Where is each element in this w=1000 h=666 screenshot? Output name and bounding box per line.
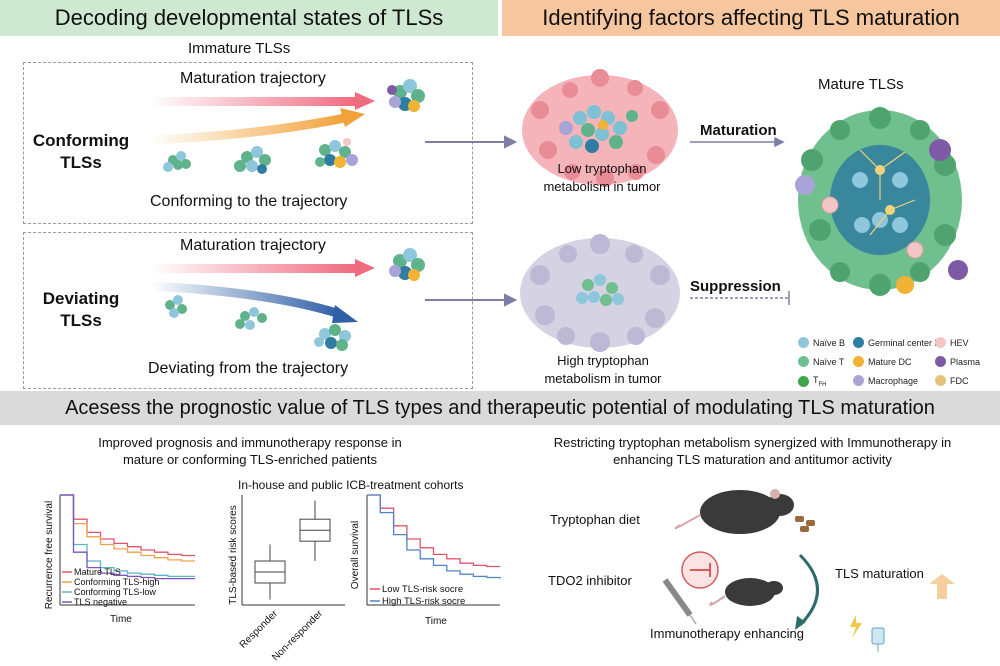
legend-item: Naïve B xyxy=(798,337,845,348)
maturation-arrow xyxy=(690,136,785,148)
km-curve xyxy=(60,494,195,578)
suppression-arrow xyxy=(690,291,790,305)
section-band-title: Acesess the prognostic value of TLS type… xyxy=(0,391,1000,425)
mature-tls-title: Mature TLSs xyxy=(818,76,904,93)
legend-label: Naïve T xyxy=(813,356,845,367)
legend-item: Germinal center B xyxy=(853,337,941,348)
immunotherapy-enhancing-label: Immunotherapy enhancing xyxy=(650,626,804,641)
legend-item: HEV xyxy=(935,337,969,348)
legend-label: Mature DC xyxy=(868,356,912,367)
km-curve xyxy=(60,494,195,580)
deviating-caption: Deviating from the trajectory xyxy=(148,360,349,377)
mature-tls-illustration xyxy=(795,107,968,296)
header-left: Decoding developmental states of TLSs xyxy=(0,0,498,36)
lightning-icon xyxy=(850,615,862,638)
legend-label: Conforming TLS-high xyxy=(74,577,159,587)
km-curve xyxy=(60,494,195,562)
curved-arrow-icon xyxy=(795,553,819,630)
syringe-icon xyxy=(662,578,697,625)
tls-cluster-medium xyxy=(234,146,271,174)
legend-label: Plasma xyxy=(950,356,981,367)
y-axis-label: Overall survival xyxy=(350,521,361,589)
suppression-label: Suppression xyxy=(690,278,781,295)
legend-label: TFH xyxy=(813,375,827,388)
food-pellets-icon xyxy=(795,516,815,532)
tdo2-inhibitor-label: TDO2 inhibitor xyxy=(548,573,632,588)
legend-label: Germinal center B xyxy=(868,337,941,348)
legend-item: Naïve T xyxy=(798,356,844,367)
y-axis-label: Recurrence free survival xyxy=(44,501,55,609)
legend-label: HEV xyxy=(950,337,969,348)
km-curve xyxy=(367,494,501,579)
legend-label: Low TLS-risk socre xyxy=(382,584,463,595)
legend-label: Mature TLS xyxy=(74,567,121,577)
arrow-deviating-to-high xyxy=(425,293,518,307)
legend-swatch xyxy=(798,375,809,387)
legend-swatch xyxy=(935,337,946,348)
legend-swatch xyxy=(935,375,946,386)
deviating-box xyxy=(23,232,473,389)
cohort-label: In-house and public ICB-treatment cohort… xyxy=(238,478,464,492)
tls-cluster-dev-medium xyxy=(235,307,267,330)
high-tryptophan-tumor xyxy=(520,234,680,352)
legend-label: Macrophage xyxy=(868,375,919,386)
header-right: Identifying factors affecting TLS matura… xyxy=(502,0,1000,36)
inhibitor-icon xyxy=(681,551,719,589)
legend-item: Plasma xyxy=(935,356,980,367)
tls-cluster-dev-large xyxy=(314,324,351,351)
bottom-left-title: Improved prognosis and immunotherapy res… xyxy=(98,435,402,467)
high-tryptophan-label: High tryptophan metabolism in tumor xyxy=(544,353,662,386)
deviating-maturation-arrow xyxy=(150,259,375,277)
legend-item: FDC xyxy=(935,375,969,386)
km-curve xyxy=(367,494,500,568)
tls-cluster-small xyxy=(163,151,191,172)
tls-cluster-large xyxy=(315,138,358,168)
legend-item: Macrophage xyxy=(853,375,918,386)
up-arrow-icon xyxy=(929,574,955,599)
top-illustration xyxy=(149,69,968,352)
legend-swatch xyxy=(853,375,864,386)
legend-label: Naïve B xyxy=(813,337,846,348)
legend-label: High TLS-risk socre xyxy=(382,596,465,607)
maturation-label: Maturation xyxy=(700,122,777,139)
tls-cluster-dev-mature xyxy=(389,248,425,281)
legend-label: TLS negative xyxy=(74,597,127,607)
conforming-caption: Conforming to the trajectory xyxy=(150,193,348,210)
legend-label: FDC xyxy=(950,375,969,386)
deviating-trajectory-label: Maturation trajectory xyxy=(180,237,326,254)
deviating-label: Deviating TLSs xyxy=(42,289,120,330)
legend-item: Mature DC xyxy=(853,356,912,367)
legend-swatch xyxy=(853,356,864,367)
x-axis-label: Time xyxy=(425,616,447,627)
bottom-right-title: Restricting tryptophan metabolism synerg… xyxy=(553,435,952,467)
y-axis-label: TLS-based risk scores xyxy=(228,505,239,604)
conforming-label: Conforming TLSs xyxy=(32,131,130,172)
mouse-top-icon xyxy=(674,489,794,534)
tryptophan-diet-label: Tryptophan diet xyxy=(550,512,640,527)
km-curve xyxy=(60,494,195,557)
tls-cluster-mature-top xyxy=(387,79,425,112)
tls-maturation-label: TLS maturation xyxy=(835,566,924,581)
conforming-trajectory-arrow xyxy=(149,108,365,145)
immature-label: Immature TLSs xyxy=(188,40,291,57)
legend-label: Conforming TLS-low xyxy=(74,587,156,597)
arrow-conforming-to-low xyxy=(425,135,518,149)
iv-bag-icon xyxy=(871,627,885,652)
x-axis-label: Time xyxy=(110,614,132,625)
legend-swatch xyxy=(798,337,809,348)
legend-swatch xyxy=(935,356,946,367)
deviating-trajectory-arrow xyxy=(149,281,358,323)
legend-swatch xyxy=(853,337,864,348)
mouse-bottom-icon xyxy=(709,578,783,606)
tls-cluster-dev-small xyxy=(165,295,187,318)
conforming-trajectory-label: Maturation trajectory xyxy=(180,70,326,87)
legend-item: TFH xyxy=(798,375,827,388)
legend-swatch xyxy=(798,356,809,367)
low-tryptophan-label: Low tryptophan metabolism in tumor xyxy=(543,161,661,194)
maturation-trajectory-arrow xyxy=(150,92,375,110)
low-tryptophan-tumor xyxy=(522,69,678,187)
